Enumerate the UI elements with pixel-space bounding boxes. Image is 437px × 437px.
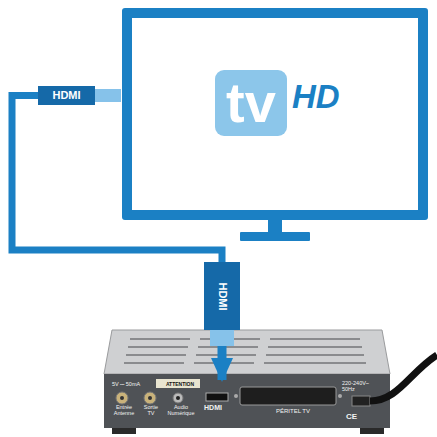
power-cord	[370, 355, 437, 401]
hdmi-plug-box: HDMI	[204, 262, 240, 346]
vent-slots	[124, 339, 366, 363]
hdmi-plug-tv: HDMI	[38, 86, 121, 105]
plug-tip	[210, 330, 234, 346]
tv-screen: HD tv	[122, 8, 428, 220]
hdmi-cable	[12, 96, 222, 263]
port-label: Sortie TV	[140, 404, 162, 417]
antenna-in-port	[116, 392, 128, 404]
hdmi-port	[206, 393, 228, 401]
rear-panel	[104, 374, 390, 428]
tv-logo: tv	[215, 70, 287, 136]
power-rating: 5V ⎓ 50mA	[112, 381, 140, 387]
tv-stand-base	[240, 232, 310, 241]
port-label: PÉRITEL TV	[268, 408, 318, 415]
box-top-cover	[104, 330, 390, 374]
box-foot	[360, 428, 384, 434]
ce-mark: CE	[346, 412, 357, 421]
plug-tip	[95, 89, 121, 102]
plug-body: HDMI	[38, 86, 95, 105]
mains-rating: 220-240V~ 50Hz	[342, 380, 376, 393]
screw	[234, 394, 238, 398]
power-socket	[352, 396, 370, 406]
audio-port	[173, 393, 183, 403]
screw	[338, 394, 342, 398]
hdmi-logo: HDMI	[52, 90, 80, 101]
plug-body: HDMI	[204, 262, 240, 330]
tv-logo-text: tv	[226, 75, 276, 131]
port-label: Entrée Antenne	[110, 404, 138, 417]
box-foot	[112, 428, 136, 434]
hd-label: HD	[292, 80, 340, 113]
port-label: Audio Numérique	[166, 404, 196, 417]
port-pin	[148, 396, 152, 400]
set-top-box-panel: 5V ⎓ 50mA ATTENTION Entrée AntenneSortie T…	[108, 380, 390, 430]
port-pin	[120, 396, 124, 400]
port-label: HDMI	[200, 404, 226, 412]
scart-port	[240, 387, 336, 405]
hdmi-logo: HDMI	[216, 282, 227, 310]
port-pin	[176, 396, 180, 400]
tv-stand-neck	[268, 219, 282, 234]
antenna-out-port	[144, 392, 156, 404]
warning-text: ATTENTION	[158, 382, 202, 388]
connect-arrow	[218, 346, 227, 380]
